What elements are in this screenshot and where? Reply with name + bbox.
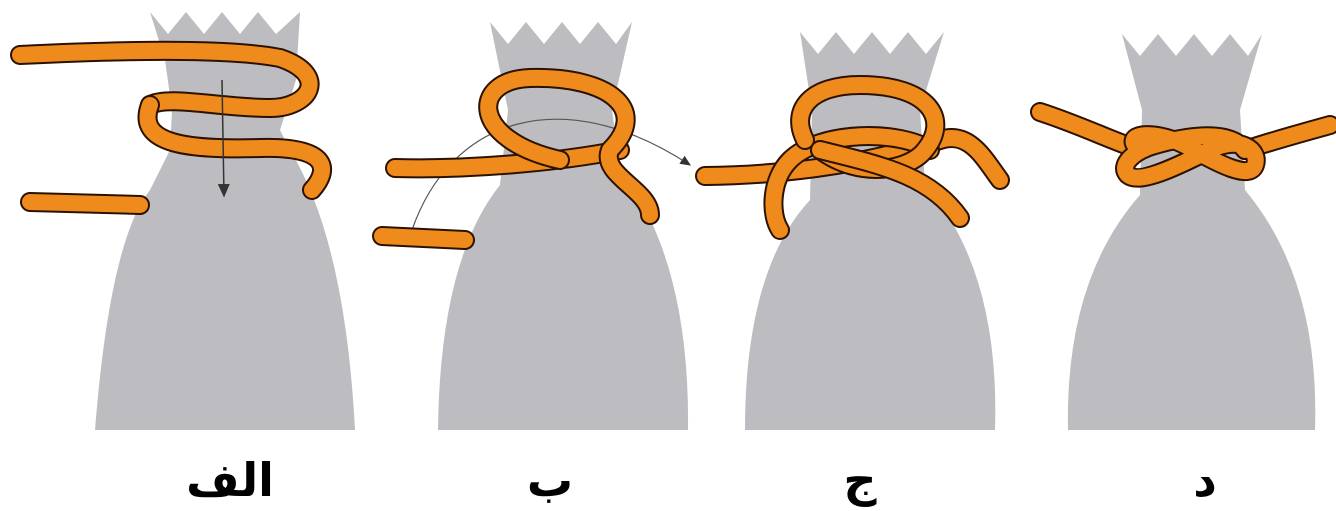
step-label-c: ج	[760, 452, 960, 508]
step-label-a: الف	[130, 452, 330, 508]
sack-icon	[1068, 34, 1315, 430]
panel-d	[1040, 34, 1330, 430]
panel-c	[705, 32, 1000, 430]
step-label-b: ب	[450, 452, 650, 508]
panel-b	[382, 22, 690, 430]
panel-a	[20, 12, 355, 430]
step-label-d: د	[1105, 452, 1305, 508]
